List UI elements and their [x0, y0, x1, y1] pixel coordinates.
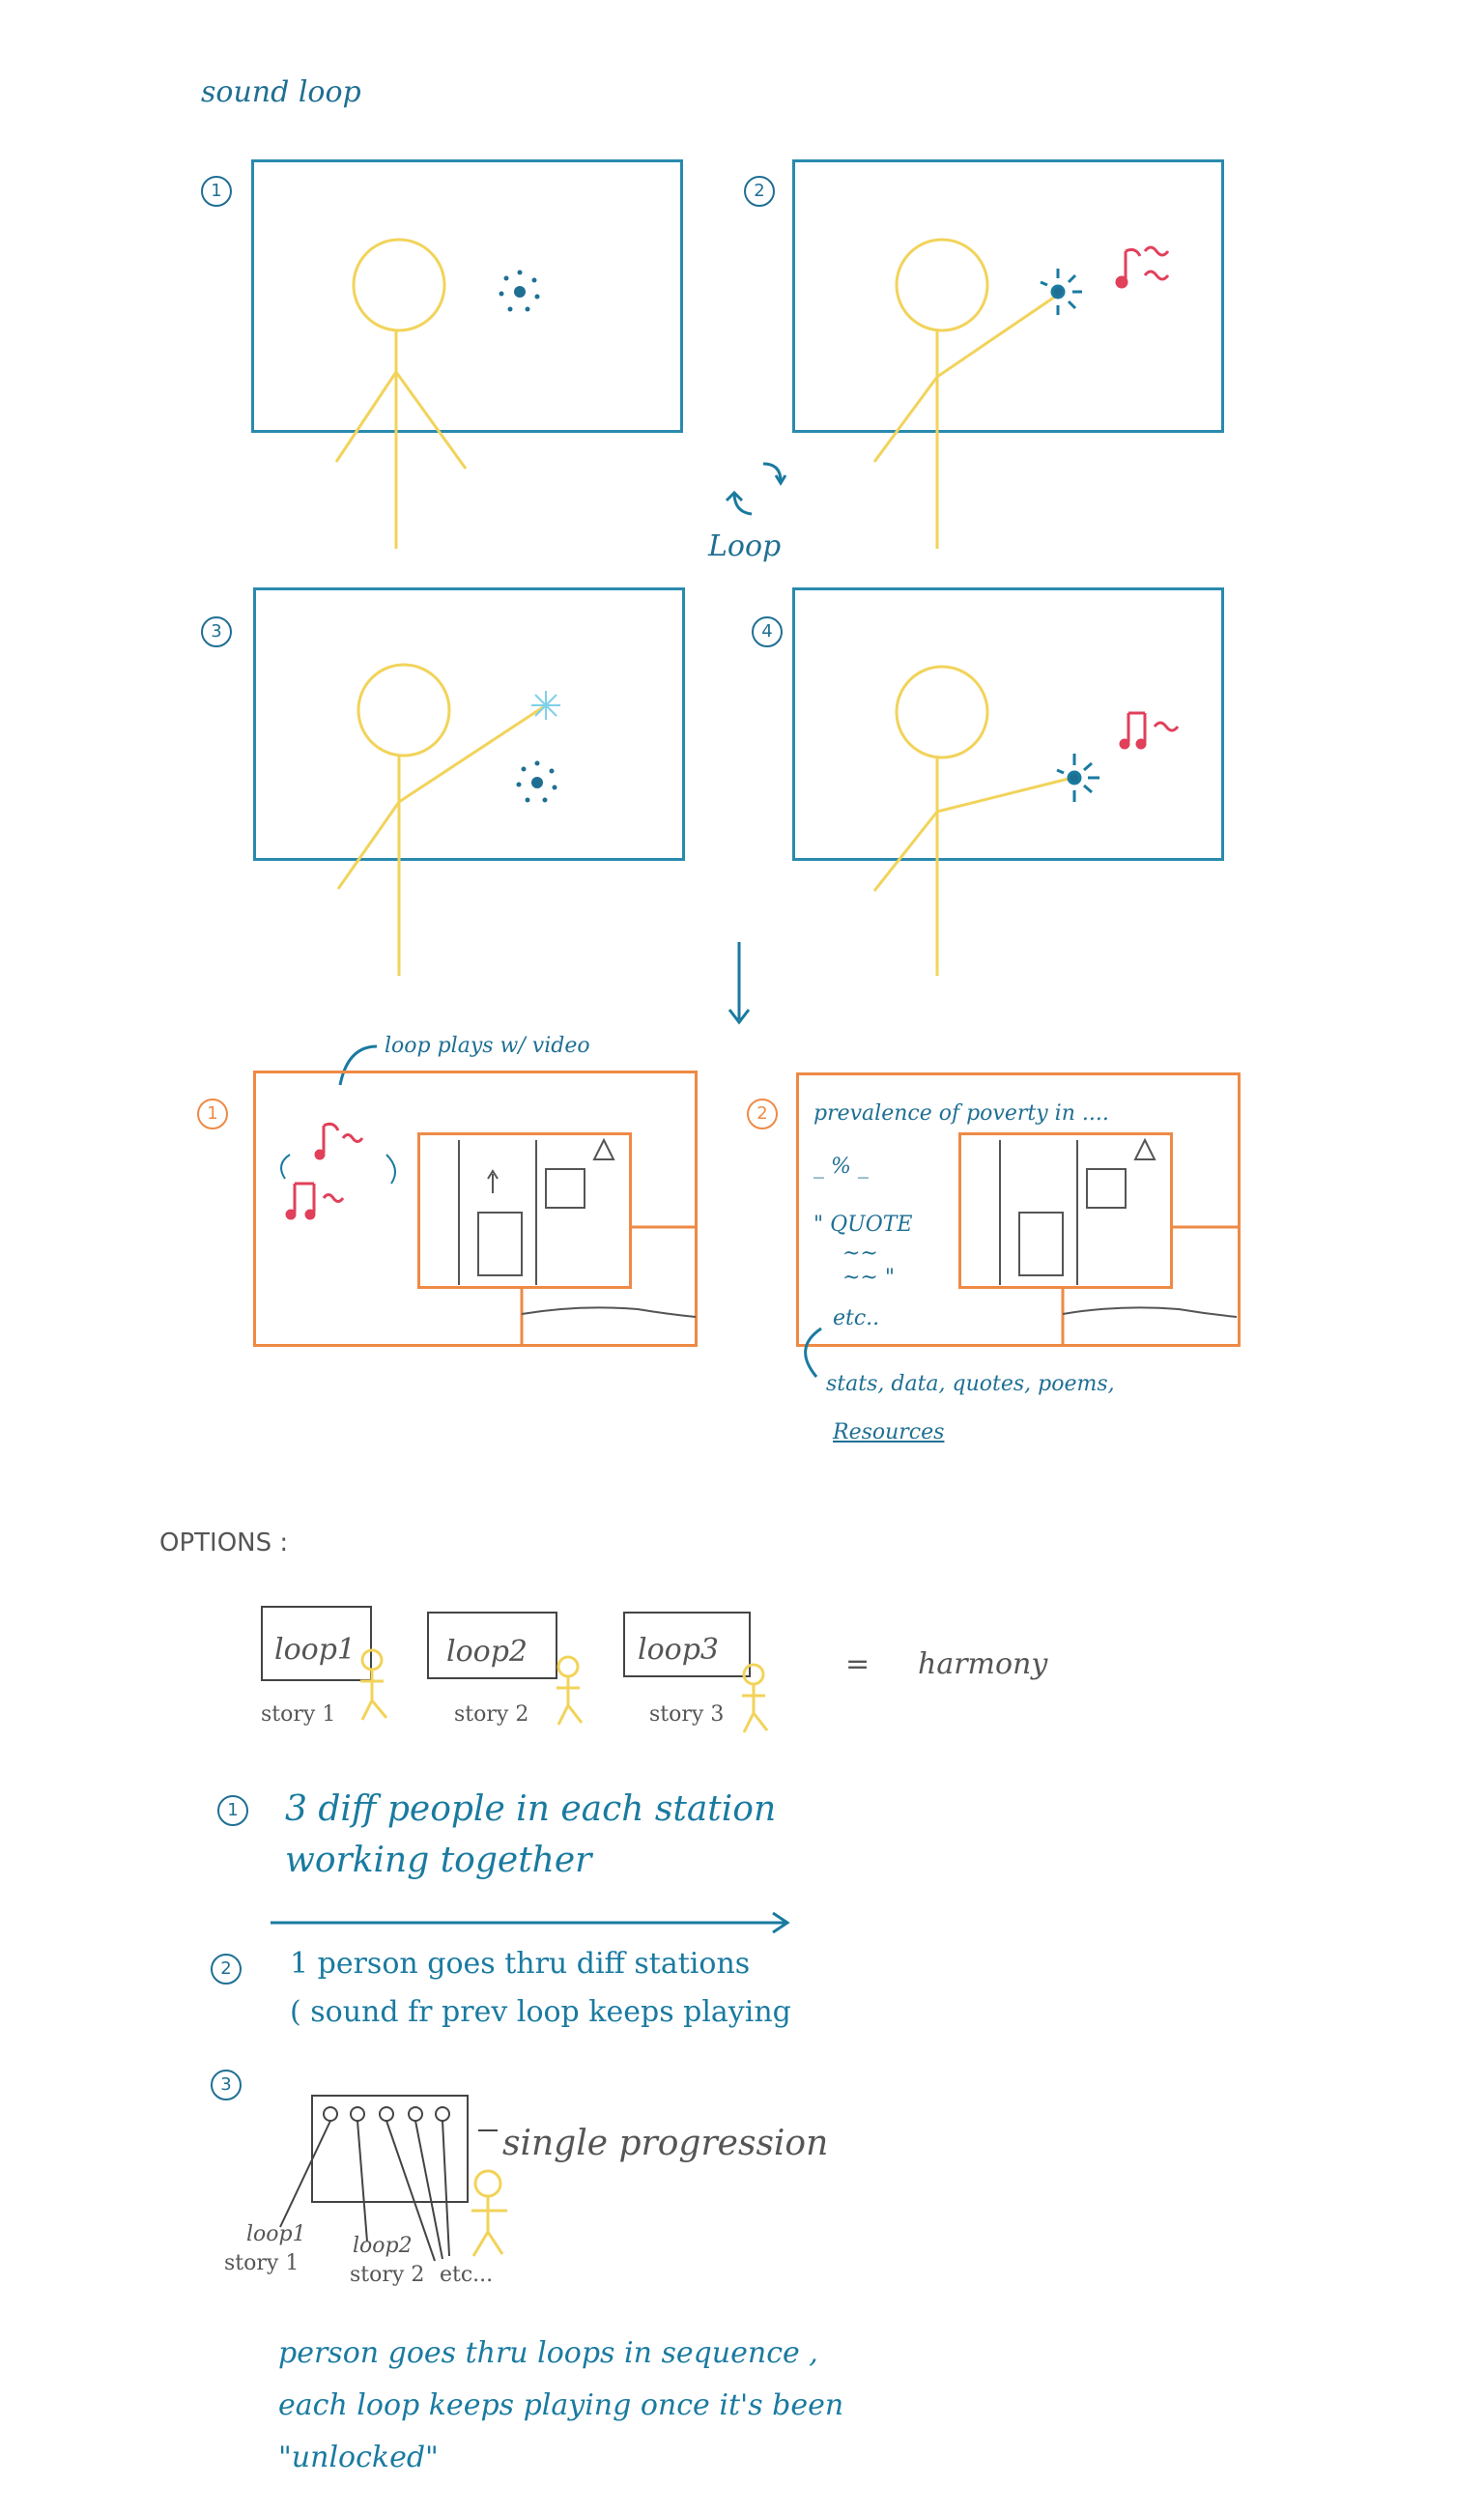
option-1-line-2: working together — [285, 1841, 592, 1880]
video-panel-1-inset — [417, 1132, 632, 1289]
option-number-3: 3 — [211, 2070, 242, 2100]
progression-loop1: loop1 — [246, 2222, 306, 2246]
sketch-scene-1 — [458, 1137, 697, 1318]
progression-loop2: loop2 — [353, 2234, 413, 2258]
loop3-label: loop3 — [638, 1633, 720, 1667]
sketch-scene-2 — [999, 1137, 1238, 1318]
stats-line-5: ~~ " — [842, 1266, 895, 1290]
stats-line-3: " QUOTE — [813, 1213, 913, 1237]
loop1-box — [261, 1606, 372, 1681]
video-panel-1-frame — [253, 1071, 698, 1347]
stats-line-1: prevalence of poverty in .... — [813, 1101, 1109, 1126]
option-2-line-2: ( sound fr prev loop keeps playing — [290, 1995, 791, 2029]
single-progression-label: single progression — [502, 2124, 829, 2163]
music-note-4 — [1119, 711, 1180, 750]
option-1-line-1: 3 diff people in each station — [285, 1789, 777, 1829]
panel-number-1: 1 — [201, 176, 232, 207]
loop2-label: loop2 — [446, 1635, 528, 1669]
stick-figure-3 — [336, 663, 547, 976]
option-number-2: 2 — [211, 1954, 242, 1985]
option-2-line-1: 1 person goes thru diff stations — [290, 1947, 751, 1981]
panel-number-4: 4 — [752, 616, 783, 647]
stick-figure-1 — [334, 238, 468, 549]
loop-label: Loop — [708, 529, 782, 563]
option-number-1: 1 — [217, 1795, 248, 1826]
equals-sign: = — [845, 1647, 870, 1681]
panel-number-3: 3 — [201, 616, 232, 647]
video-panel-number-1: 1 — [197, 1099, 228, 1129]
panel-3-frame — [253, 587, 685, 861]
stats-line-2: _ % _ — [813, 1155, 869, 1179]
loop-plays-annotation: loop plays w/ video — [385, 1034, 590, 1058]
video-panel-2-inset — [958, 1132, 1173, 1289]
stick-figure-2 — [872, 238, 1059, 549]
sound-dot-3 — [516, 760, 557, 803]
video-panel-2-frame — [796, 1072, 1241, 1347]
progression-etc: etc... — [440, 2263, 494, 2287]
loop1-label: loop1 — [274, 1633, 357, 1667]
stats-caption: stats, data, quotes, poems, — [826, 1372, 1115, 1396]
story3-label: story 3 — [649, 1702, 725, 1727]
panel-2-frame — [792, 159, 1224, 433]
resources-label: Resources — [833, 1420, 945, 1444]
stick-figure-4 — [872, 665, 1073, 976]
loop-arrows-1 — [280, 1154, 396, 1185]
loop3-box — [623, 1612, 751, 1677]
progression-story1: story 1 — [224, 2251, 300, 2275]
progression-story2: story 2 — [350, 2263, 425, 2287]
sound-dot-1 — [499, 270, 540, 312]
sound-spark-3 — [531, 691, 560, 720]
sound-burst-2 — [1040, 269, 1082, 315]
story1-label: story 1 — [261, 1702, 336, 1727]
progression-stick-figure — [471, 2169, 507, 2257]
options-heading: OPTIONS : — [159, 1528, 289, 1557]
music-notes-video — [285, 1122, 364, 1220]
footer-line-2: each loop keeps playing once it's been — [278, 2388, 844, 2422]
footer-line-1: person goes thru loops in sequence , — [278, 2336, 818, 2370]
story2-label: story 2 — [454, 1702, 529, 1727]
music-note-2 — [1115, 245, 1170, 289]
panel-4-frame — [792, 587, 1224, 861]
loop2-box — [427, 1612, 557, 1679]
video-panel-number-2: 2 — [747, 1099, 778, 1129]
footer-line-3: "unlocked" — [278, 2441, 439, 2474]
panel-1-frame — [251, 159, 683, 433]
sound-burst-4 — [1056, 754, 1099, 802]
stats-line-4: ~~ — [842, 1242, 878, 1266]
panel-number-2: 2 — [744, 176, 775, 207]
harmony-label: harmony — [918, 1647, 1048, 1681]
stats-line-6: etc.. — [833, 1306, 880, 1330]
progression-box — [311, 2095, 469, 2203]
page-title: sound loop — [201, 75, 361, 109]
